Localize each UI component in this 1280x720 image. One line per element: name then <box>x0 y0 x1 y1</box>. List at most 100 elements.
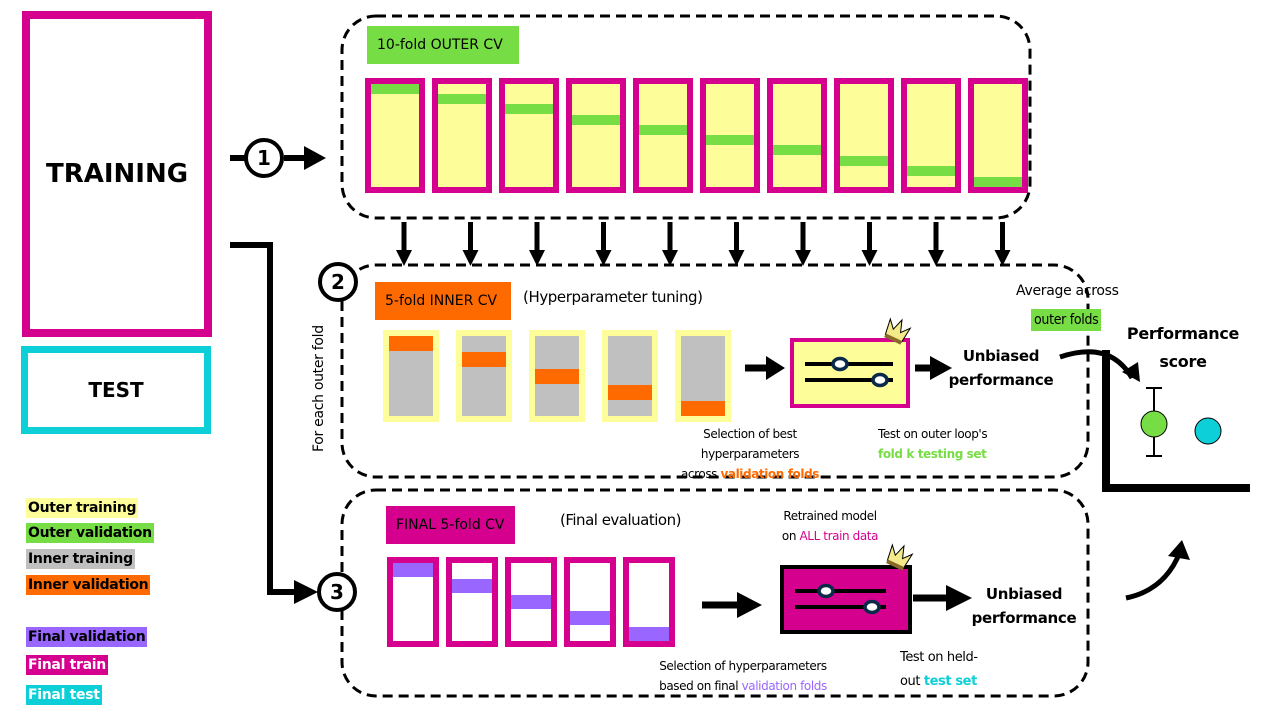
final-selection-caption: Selection of hyperparameters based on fi… <box>659 659 828 693</box>
outer-fold-validation-band <box>505 104 553 115</box>
final-model-icon <box>780 565 912 634</box>
outer-fold-validation-band <box>773 145 821 156</box>
inner-cv-subtitle: (Hyperparameter tuning) <box>523 288 703 306</box>
all-train-data-highlight: ALL train data <box>799 529 879 543</box>
outer-fold-3 <box>499 78 559 193</box>
inner-selection-caption: Selection of best hyperparameters across… <box>680 427 820 481</box>
curved-arrow-inner <box>1059 349 1135 380</box>
down-arrows <box>396 222 1011 266</box>
down-arrow-head <box>994 250 1011 266</box>
outer-folds-highlight: outer folds <box>1031 309 1102 331</box>
down-arrow-head <box>595 250 612 266</box>
final-fold-5 <box>623 557 675 647</box>
inner-fold-validation-band <box>535 368 579 384</box>
down-arrow-head <box>728 250 745 266</box>
legend-item-outer-training: Outer training <box>26 498 139 518</box>
average-label: Average across <box>1016 283 1119 299</box>
legend-item-final-validation: Final validation <box>26 627 148 647</box>
best-model-icon <box>790 338 910 408</box>
outer-fold-validation-band <box>371 84 419 94</box>
down-arrow-head <box>861 250 878 266</box>
retrained-model-caption: Retrained model on ALL train data <box>781 509 879 543</box>
outer-fold-7 <box>767 78 827 193</box>
final-test-score-point <box>1194 417 1222 445</box>
crown-icon <box>884 317 912 345</box>
arrow-to-best-model <box>766 356 785 380</box>
outer-fold-validation-band <box>840 155 888 166</box>
legend-item-outer-validation: Outer validation <box>26 523 154 543</box>
training-label: TRAINING <box>45 159 189 189</box>
outer-fold-validation-band <box>639 124 687 135</box>
inner-fold-2 <box>456 330 512 422</box>
arrow-to-unbiased-final <box>946 585 972 611</box>
outer-fold-4 <box>566 78 626 193</box>
outer-fold-8 <box>834 78 894 193</box>
inner-fold-validation-band <box>681 401 725 416</box>
final-fold-validation-band <box>570 611 610 625</box>
outer-fold-9 <box>901 78 961 193</box>
curved-arrow-final <box>1125 551 1183 601</box>
arrow-to-unbiased-inner <box>930 356 952 380</box>
slider-knob-icon <box>831 356 849 372</box>
final-fold-3 <box>505 557 557 647</box>
down-arrow-head <box>662 250 678 266</box>
outer-fold-validation-band <box>974 177 1022 187</box>
outer-fold-validation-band <box>438 94 486 105</box>
down-arrow-head <box>396 250 412 266</box>
inner-fold-validation-band <box>608 384 652 400</box>
performance-axes <box>1102 350 1250 492</box>
inner-cv-title: 5-fold INNER CV <box>375 282 511 320</box>
slider-knob-icon <box>817 583 835 599</box>
inner-fold-1 <box>383 330 439 422</box>
outer-fold-validation-band <box>572 114 620 125</box>
legend-item-final-test: Final test <box>26 685 102 705</box>
performance-score-title: Performance score <box>1126 324 1240 371</box>
step-3-badge: 3 <box>317 572 357 612</box>
final-validation-folds-highlight: validation folds <box>741 679 828 693</box>
final-fold-2 <box>446 557 498 647</box>
validation-folds-highlight: validation folds <box>720 467 820 481</box>
final-cv-panel <box>340 488 1090 698</box>
inner-unbiased-performance: Unbiased performance <box>948 347 1054 389</box>
outer-fold-validation-band <box>706 135 754 146</box>
step-2-badge: 2 <box>318 262 358 302</box>
inner-fold-validation-band <box>389 336 433 351</box>
final-test-caption: Test on held- out test set <box>900 650 978 689</box>
training-set-box: TRAINING <box>22 11 212 337</box>
outer-cv-panel <box>340 14 1032 220</box>
nested-cv-score-point <box>1140 410 1168 438</box>
inner-cv-panel <box>340 263 1090 479</box>
legend-item-final-train: Final train <box>26 655 108 675</box>
slider-knob-icon <box>863 599 881 615</box>
final-fold-validation-band <box>511 595 551 609</box>
arrow-head-1 <box>304 146 326 170</box>
arrow-head-3 <box>294 580 318 604</box>
step-1-badge: 1 <box>244 138 284 178</box>
legend-item-inner-validation: Inner validation <box>26 575 151 595</box>
final-fold-validation-band <box>629 627 669 641</box>
outer-fold-2 <box>432 78 492 193</box>
down-arrow-head <box>928 250 944 266</box>
test-set-box: TEST <box>21 346 211 434</box>
inner-test-caption: Test on outer loop's fold k testing set <box>878 427 988 461</box>
outer-fold-10 <box>968 78 1028 193</box>
final-fold-validation-band <box>393 563 433 577</box>
inner-fold-validation-band <box>462 352 506 368</box>
final-cv-title: FINAL 5-fold CV <box>386 506 515 544</box>
inner-fold-3 <box>529 330 585 422</box>
arrow-to-final-model <box>737 592 762 618</box>
down-arrow-head <box>795 250 811 266</box>
test-set-highlight: test set <box>923 674 977 689</box>
slider-knob-icon <box>871 372 889 388</box>
final-fold-1 <box>387 557 439 647</box>
legend-item-inner-training: Inner training <box>26 549 135 569</box>
outer-fold-6 <box>700 78 760 193</box>
arrow-to-final <box>230 242 298 595</box>
outer-fold-5 <box>633 78 693 193</box>
test-label: TEST <box>88 378 144 402</box>
down-arrow-head <box>462 250 479 266</box>
final-fold-validation-band <box>452 579 492 593</box>
outer-cv-title: 10-fold OUTER CV <box>367 26 519 64</box>
final-cv-subtitle: (Final evaluation) <box>560 511 681 529</box>
